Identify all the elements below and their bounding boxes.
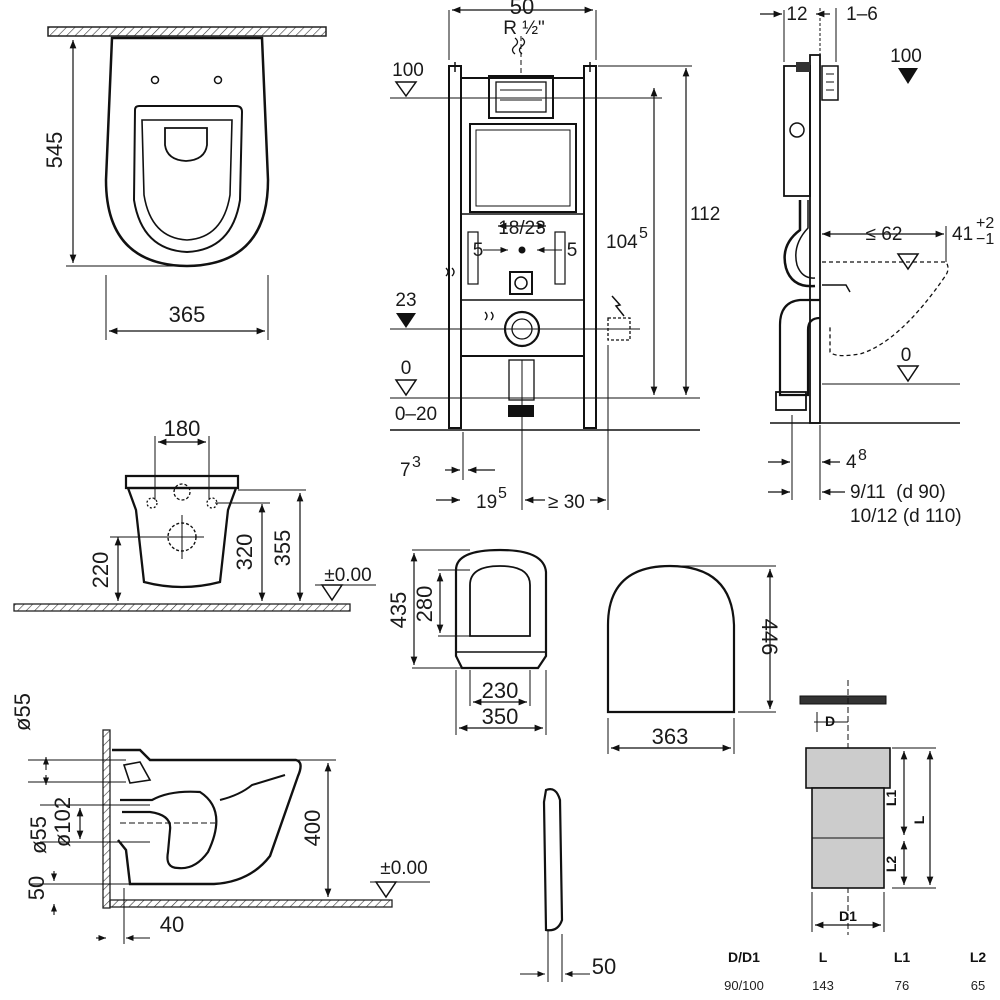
pipe-table: D/D1 L L1 L2 90/100 143 76 65 [724,949,986,993]
dim-545: 545 [42,132,67,169]
seat-width-230: 230 [482,678,519,703]
side-depth-12: 12 [786,4,807,25]
table-header-l2: L2 [970,949,987,965]
seat-view: 435 280 230 350 [386,548,548,735]
seat-height-435: 435 [386,592,411,629]
pipe-adapter: D L1 L L2 D1 [799,680,936,935]
section-view: ø55 ø102 ø55 400 50 40 ±0.00 [10,693,430,944]
seat-height-280: 280 [412,586,437,623]
pipe-label-l2: L2 [883,856,899,873]
side-pipe-offset-4-sup: 8 [858,447,867,464]
frame-level-23: 23 [395,290,416,311]
section-d55: ø55 [10,693,35,731]
top-view: 545 365 [42,26,327,340]
side-level-100: 100 [890,46,922,67]
section-d102-lower: ø55 [26,816,51,854]
pipe-label-d: D [825,713,835,729]
frame-offset-7-sup: 3 [412,454,421,471]
table-cell-d: 90/100 [724,978,764,993]
frame-range-0-20: 0–20 [395,404,437,425]
front-height-220: 220 [88,552,113,589]
frame-offset-19-sup: 5 [498,485,507,502]
table-header-d: D/D1 [728,949,760,965]
frame-offset-7: 7 [400,460,411,481]
front-height-320: 320 [232,534,257,571]
section-w40: 40 [160,912,184,937]
side-level-0: 0 [901,345,912,366]
table-cell-l2: 65 [971,978,985,993]
front-view: 180 220 320 355 ±0.00 [13,416,376,612]
section-d102: ø102 [50,797,75,847]
pipe-label-d1: D1 [839,908,857,924]
side-tol-plus: +2 [976,215,994,232]
side-view: 12 1–6 100 ≤ 62 41 +2 −1 0 4 8 9/11 (d 9… [760,4,994,527]
side-pipe-d110: 10/12 (d 110) [850,506,962,527]
side-tol-minus: −1 [976,231,994,248]
installation-frame: 50 R ½" 100 23 0 0–20 18/23 5 5 112 104 … [390,0,720,513]
front-width-180: 180 [164,416,201,441]
frame-side-left-5: 5 [473,240,484,261]
frame-height-104-sup: 5 [639,225,648,242]
frame-side-right-5: 5 [567,240,578,261]
side-pipe-d90: 9/11 (d 90) [850,482,946,503]
frame-min-gap: ≥ 30 [548,492,585,513]
lid-view: 446 363 [606,564,782,754]
frame-level-0: 0 [401,358,412,379]
side-height-41: 41 [952,224,973,245]
table-cell-l1: 76 [895,978,909,993]
lid-width-363: 363 [652,724,689,749]
frame-inner-18-23: 18/23 [498,218,546,239]
seat-width-350: 350 [482,704,519,729]
frame-width-50: 50 [510,0,534,19]
profile-view: 50 [520,788,616,982]
profile-width-50: 50 [592,954,616,979]
section-h400: 400 [300,810,325,847]
front-height-355: 355 [270,530,295,567]
frame-height-112: 112 [690,204,720,225]
front-level: ±0.00 [324,565,371,586]
frame-offset-19: 19 [476,492,497,513]
table-header-l1: L1 [894,949,911,965]
lid-height-446: 446 [757,619,782,656]
pipe-label-l1: L1 [883,790,899,807]
side-reach-62: ≤ 62 [866,224,903,245]
section-h50: 50 [24,876,49,900]
side-adjust-1-6: 1–6 [846,4,878,25]
table-header-l: L [819,949,828,965]
table-cell-l: 143 [812,978,834,993]
frame-height-104: 104 [606,232,638,253]
frame-thread: R ½" [503,18,545,39]
dim-365: 365 [169,302,206,327]
pipe-label-l: L [911,815,927,824]
section-level: ±0.00 [380,858,427,879]
frame-level-100: 100 [392,60,424,81]
side-pipe-offset-4: 4 [846,452,857,473]
